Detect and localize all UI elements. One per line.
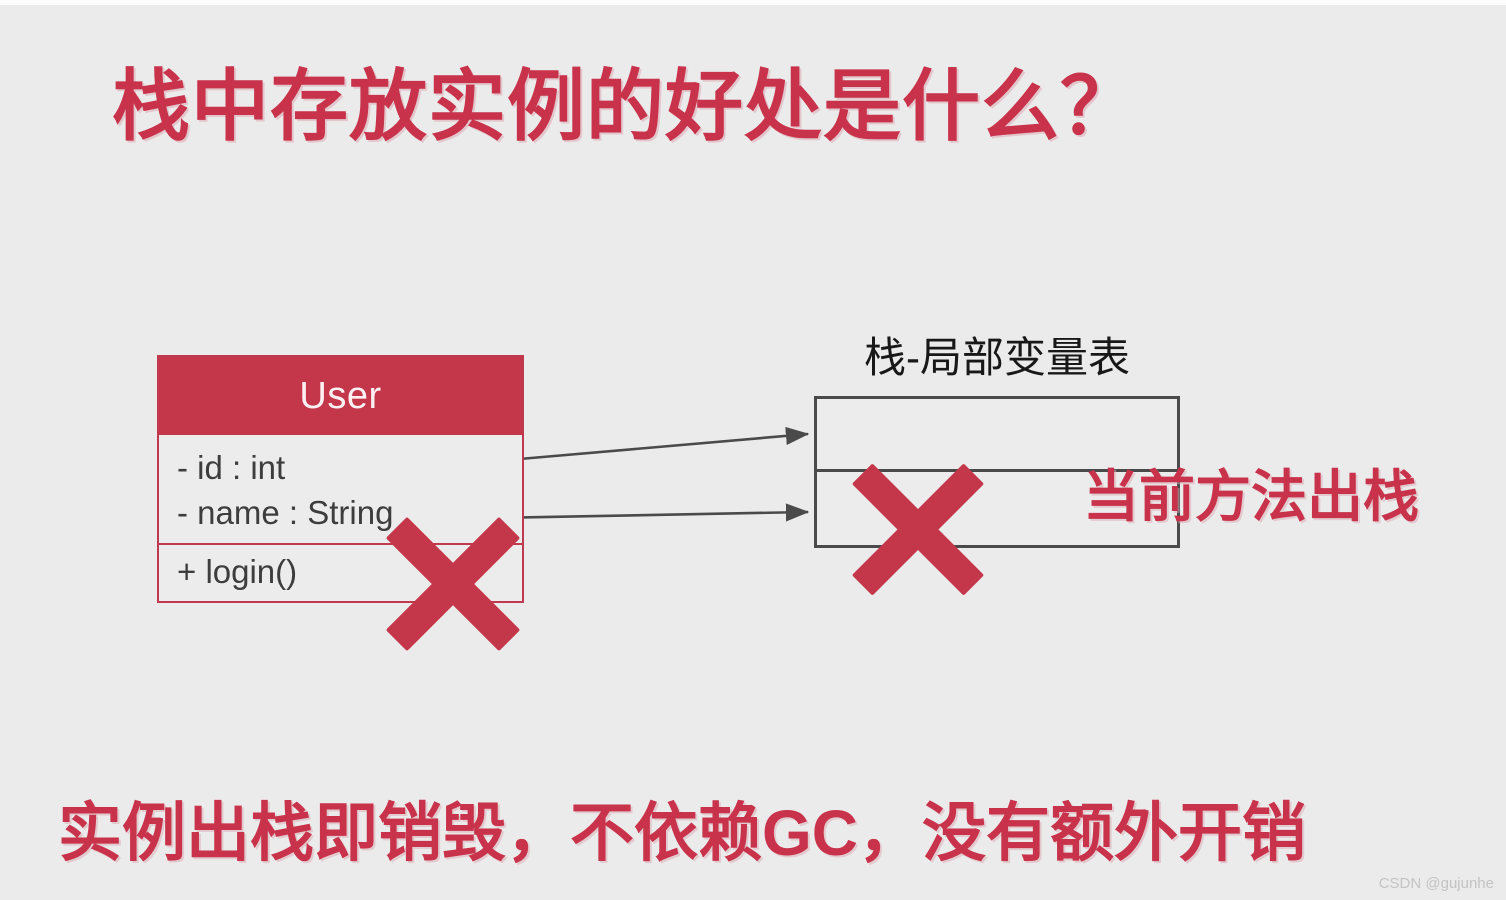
uml-attribute-row: - name : String [177, 494, 394, 531]
uml-attribute-row: - id : int [177, 449, 286, 486]
top-edge-strip [0, 0, 1506, 5]
stack-row [817, 399, 1177, 472]
uml-class-name: User [299, 374, 382, 417]
uml-methods-section: + login() [159, 545, 522, 601]
uml-class-box: User - id : int - name : String + login(… [157, 355, 524, 603]
stack-table-label: 栈-局部变量表 [864, 334, 1130, 381]
uml-class-header: User [159, 357, 522, 435]
watermark: CSDN @gujunhe [1378, 875, 1494, 892]
uml-attributes-section: - id : int - name : String [159, 435, 522, 545]
uml-method-row: + login() [177, 553, 298, 590]
page-title: 栈中存放实例的好处是什么？ [112, 62, 1140, 150]
bottom-caption: 实例出栈即销毁，不依赖GC，没有额外开销 [58, 797, 1306, 869]
pop-frame-annotation: 当前方法出栈 [1083, 465, 1419, 528]
